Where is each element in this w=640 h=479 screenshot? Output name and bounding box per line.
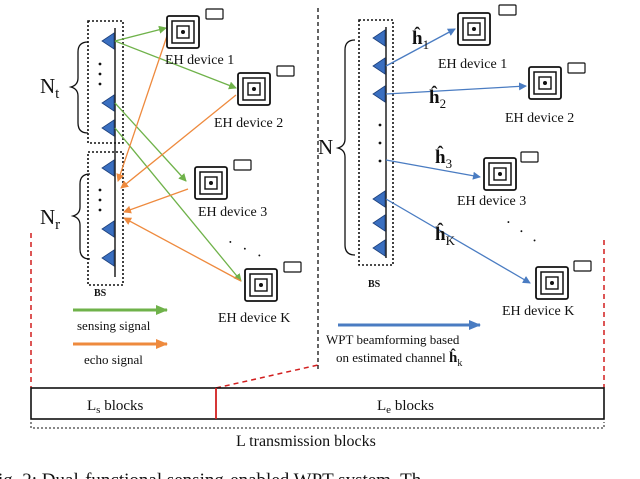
antenna-icon <box>372 190 386 208</box>
total-blocks-label: L transmission blocks <box>236 433 376 450</box>
battery-icon <box>205 8 224 20</box>
block-bar <box>30 387 605 420</box>
left-device-2-label: EH device 2 <box>214 116 283 131</box>
channel-label-k: ĥK <box>435 222 456 248</box>
n-brace <box>335 39 356 256</box>
antenna-icon <box>372 214 386 232</box>
right-device-k-label: EH device K <box>502 304 574 319</box>
le-blocks-label: Le blocks <box>377 398 434 416</box>
eh-device-icon <box>237 65 295 106</box>
antenna-icon <box>372 85 386 103</box>
eh-device-icon <box>457 4 517 46</box>
sensing-arrows <box>114 25 242 282</box>
battery-icon <box>233 159 252 171</box>
battery-icon <box>520 151 539 163</box>
antenna-icon <box>101 94 115 112</box>
eh-device-icon <box>535 260 592 300</box>
antenna-icon <box>101 249 115 267</box>
battery-icon <box>283 261 302 273</box>
left-device-3-label: EH device 3 <box>198 205 267 220</box>
timeline: Ls blocks Le blocks L transmission block… <box>30 233 605 450</box>
n-label: N <box>318 135 333 159</box>
nt-brace <box>68 41 89 134</box>
right-device-2-label: EH device 2 <box>505 111 574 126</box>
battery-icon <box>567 62 586 74</box>
battery-icon <box>573 260 592 272</box>
total-bracket <box>30 422 605 429</box>
nr-brace <box>70 173 91 260</box>
sensing-legend-label: sensing signal <box>77 318 151 333</box>
antenna-icon <box>101 119 115 137</box>
battery-icon <box>498 4 517 16</box>
nt-label: Nt <box>40 74 60 102</box>
channel-label-2: ĥ2 <box>429 85 446 111</box>
wpt-legend-line2: on estimated channel ĥk <box>336 348 462 369</box>
right-device-3-label: EH device 3 <box>457 194 526 209</box>
array-dots <box>98 62 102 212</box>
echo-legend-label: echo signal <box>84 352 143 367</box>
right-ellipsis: . . . <box>504 211 547 248</box>
eh-device-icon <box>483 151 539 191</box>
eh-device-icon <box>244 261 302 302</box>
eh-device-icon <box>528 62 586 100</box>
left-ellipsis: . . . <box>227 230 270 262</box>
figure-caption: ig. 2: Dual-functional sensing-enabled W… <box>0 470 422 479</box>
left-device-1-label: EH device 1 <box>165 53 234 68</box>
right-bs-box <box>358 19 394 266</box>
antenna-icon <box>101 32 115 50</box>
left-bs-label: BS <box>94 288 107 299</box>
left-bs-tx-box <box>87 20 124 144</box>
antenna-icon <box>372 29 386 47</box>
left-device-k-label: EH device K <box>218 311 290 326</box>
antenna-icon <box>101 220 115 238</box>
wpt-legend-line1: WPT beamforming based <box>326 332 460 347</box>
eh-device-icon <box>194 159 252 200</box>
left-panel: Nt Nr BS <box>40 8 302 367</box>
ls-blocks-label: Ls blocks <box>87 398 144 416</box>
right-panel: N BS ĥ1 ĥ2 ĥ3 ĥK <box>318 4 592 369</box>
right-device-1-label: EH device 1 <box>438 57 507 72</box>
battery-icon <box>276 65 295 77</box>
right-bs-label: BS <box>368 279 381 290</box>
channel-label-1: ĥ1 <box>412 26 429 52</box>
antenna-icon <box>101 159 115 177</box>
eh-device-icon <box>166 8 224 49</box>
antenna-icon <box>372 239 386 257</box>
red-dashed-mid <box>215 364 319 389</box>
wpt-arrows <box>385 28 531 284</box>
echo-arrows <box>116 32 242 282</box>
channel-label-3: ĥ3 <box>435 145 452 171</box>
array-dots <box>378 123 382 163</box>
nr-label: Nr <box>40 205 60 233</box>
antenna-icon <box>372 57 386 75</box>
left-bs-rx-box <box>87 151 124 286</box>
